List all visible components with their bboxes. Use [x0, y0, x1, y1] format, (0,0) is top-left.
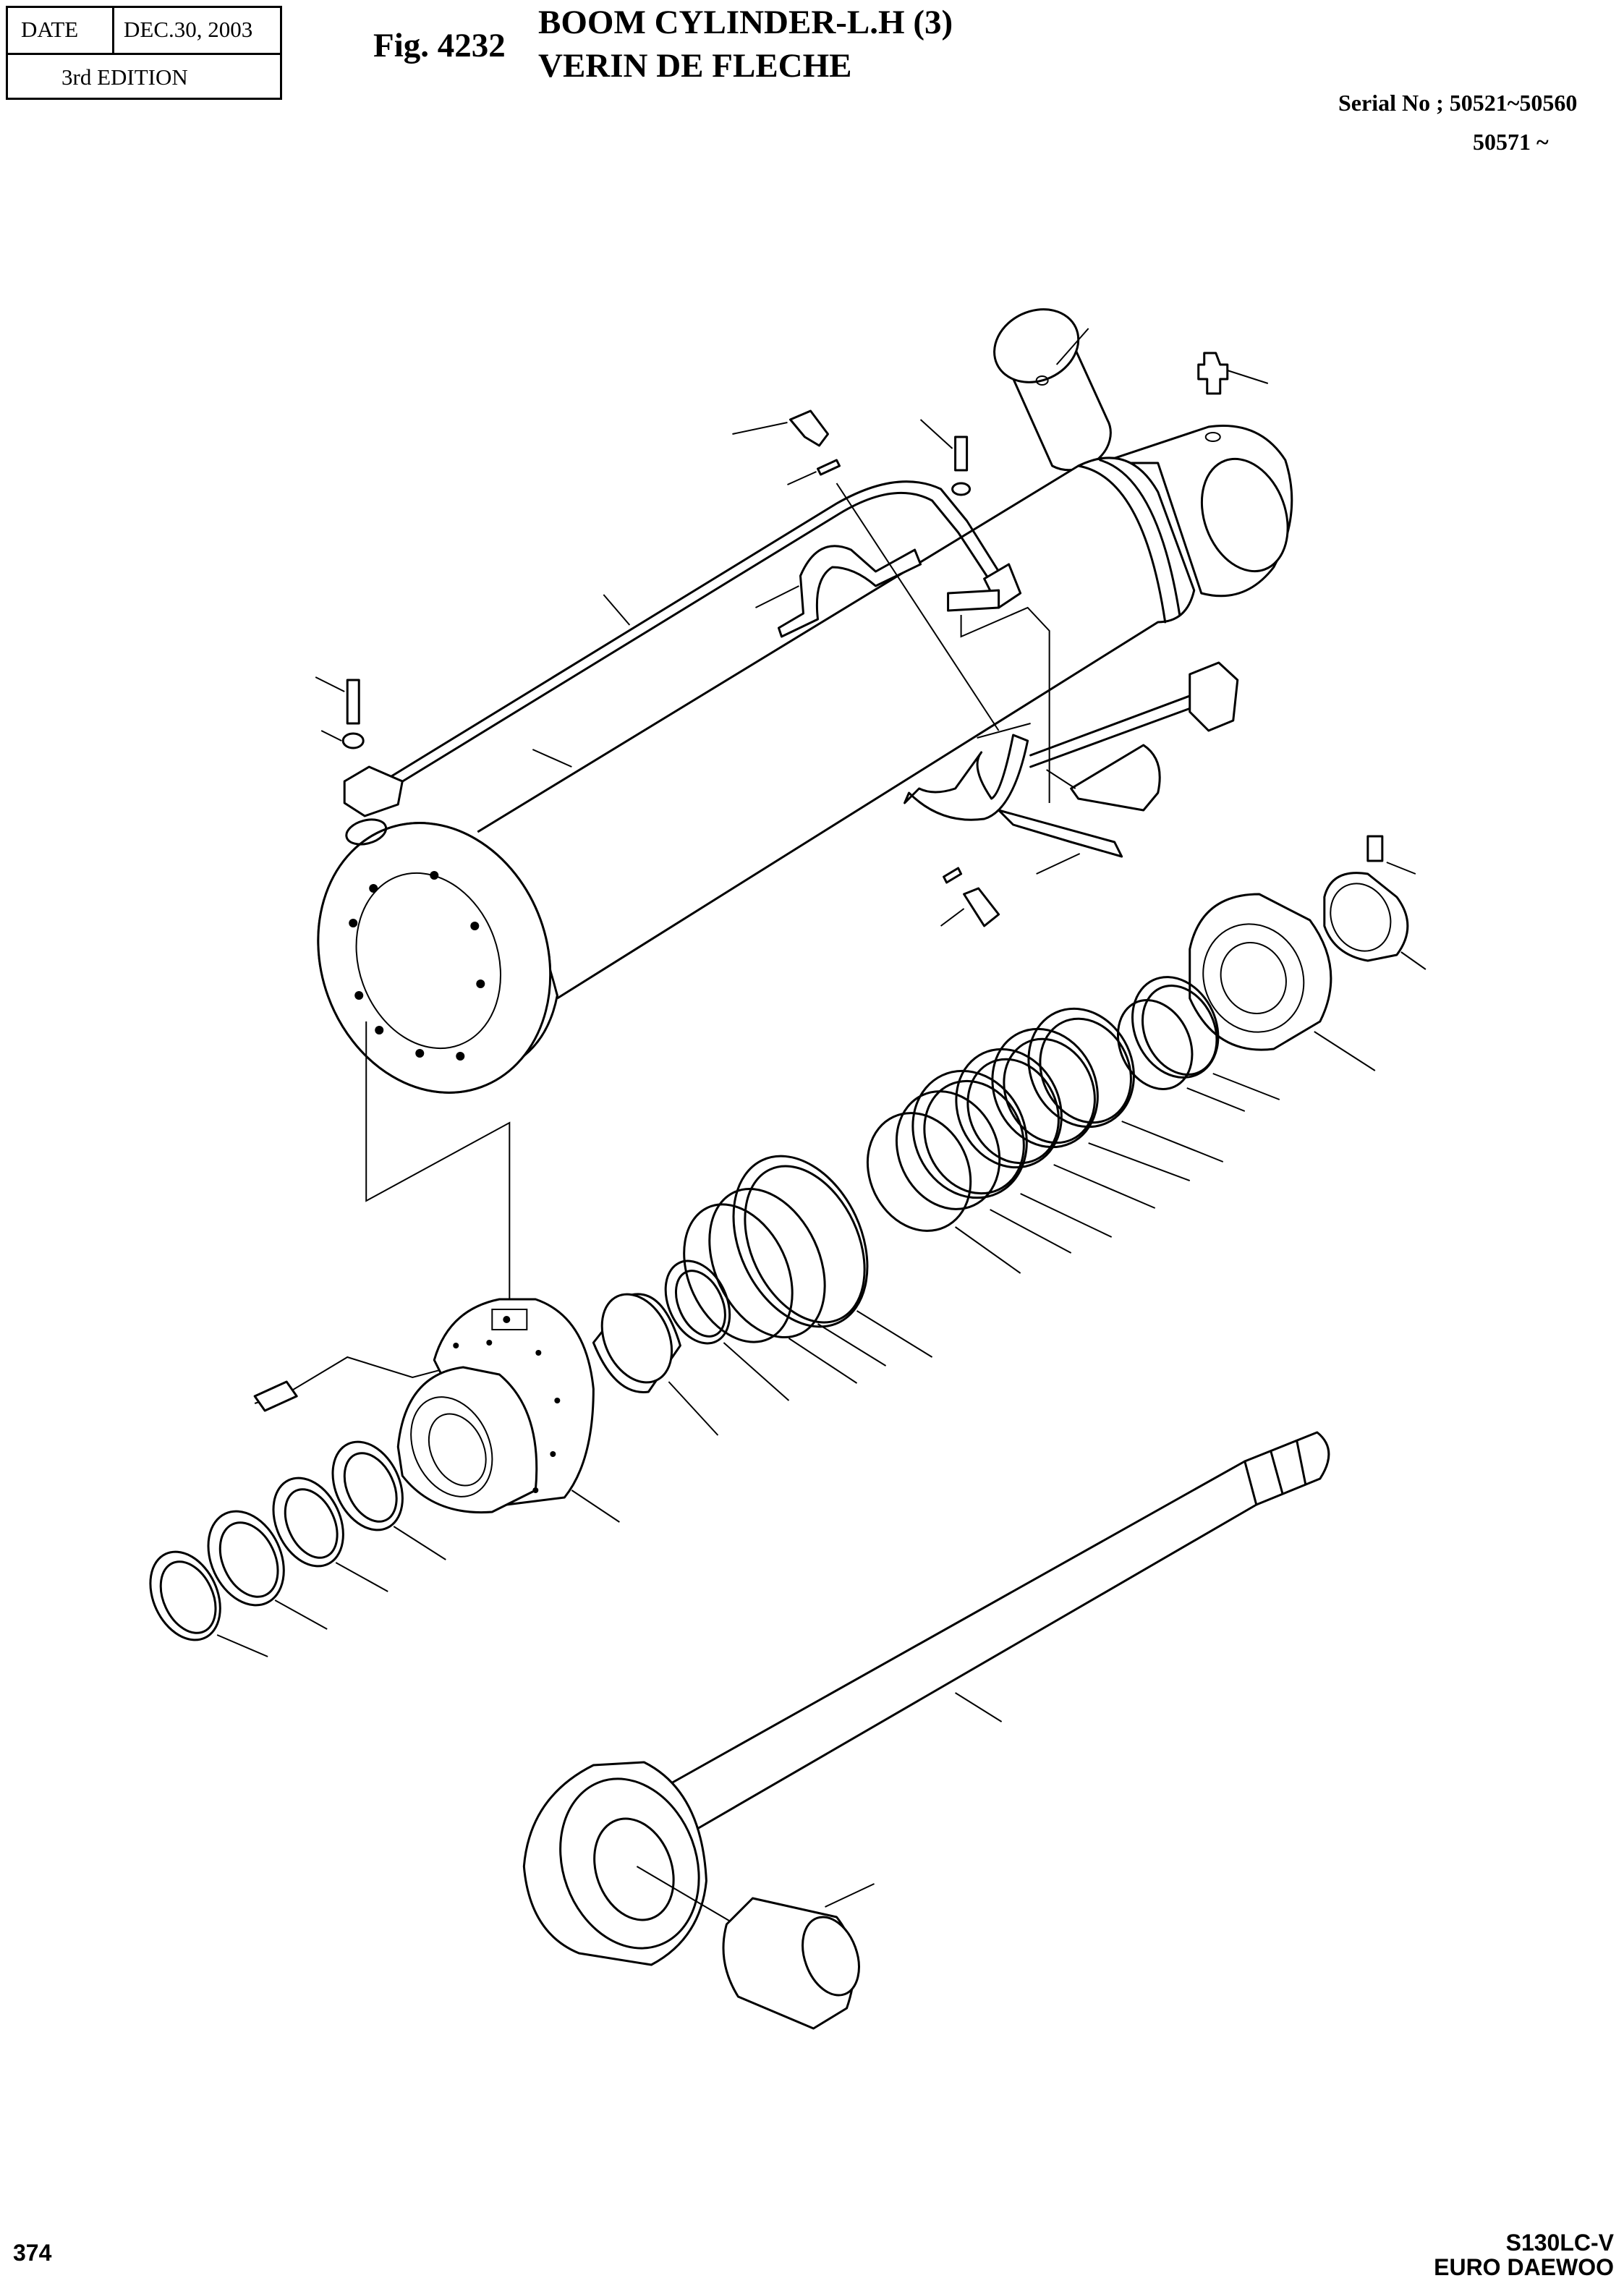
head-seal-ring-3 — [663, 1187, 857, 1383]
piston-rod — [644, 1432, 1328, 1830]
wear-ring-2 — [974, 1011, 1190, 1181]
wear-ring-3 — [938, 1032, 1155, 1208]
head-seal-ring-2 — [687, 1170, 886, 1366]
dust-ring-1 — [877, 1074, 1071, 1253]
pin-lower — [944, 868, 961, 883]
head-seal-ring-4 — [653, 1251, 789, 1401]
head-seal-2 — [260, 1466, 388, 1592]
nut — [1319, 873, 1426, 969]
date-edition-box: DATE DEC.30, 2003 3rd EDITION — [6, 6, 282, 100]
o-ring-piston — [1104, 988, 1245, 1111]
pipe-lower — [1031, 692, 1204, 810]
bushing-top — [982, 296, 1110, 470]
set-screw — [1368, 836, 1416, 874]
flange-block-right — [1190, 663, 1238, 731]
head-seal-1 — [319, 1430, 446, 1560]
brand-name: EURO DAEWOO — [1434, 2254, 1614, 2280]
wear-ring-1 — [1010, 991, 1223, 1162]
grease-nipple — [1199, 353, 1268, 394]
piston-seal — [893, 1052, 1112, 1237]
serial-range-1: Serial No ; 50521~50560 — [1338, 90, 1578, 116]
date-row — [8, 8, 280, 55]
washer-left — [321, 731, 363, 748]
dust-ring-2 — [849, 1096, 1020, 1273]
pin-top — [787, 460, 839, 485]
clamp-lower — [905, 723, 1031, 820]
bushing-head — [588, 1283, 718, 1435]
backup-ring — [1117, 963, 1280, 1100]
date-label: DATE — [21, 17, 79, 42]
assembly-guide-lines — [255, 483, 1049, 1403]
figure-number: Fig. 4232 — [373, 27, 506, 64]
date-divider — [112, 8, 114, 53]
date-value: DEC.30, 2003 — [124, 17, 253, 42]
rod-eye-bushing — [723, 1884, 875, 2028]
bolt-lower — [941, 888, 999, 926]
rod-eye — [524, 1759, 735, 1968]
head-seal-3 — [194, 1499, 327, 1629]
edition-label: 3rd EDITION — [61, 64, 188, 90]
page-number: 374 — [13, 2240, 52, 2266]
head-seal-ring-large — [707, 1134, 932, 1357]
clamp-plate — [999, 810, 1122, 874]
bolt-washer-top — [921, 420, 970, 495]
clamp-upper — [755, 546, 920, 637]
piston — [1186, 894, 1375, 1071]
title-french: VERIN DE FLECHE — [538, 47, 852, 85]
title-english: BOOM CYLINDER-L.H (3) — [538, 4, 953, 41]
serial-range-2: 50571 ~ — [1473, 129, 1549, 155]
rod-cover — [396, 1299, 620, 1522]
flange-block-left — [344, 767, 402, 816]
head-bolt — [255, 1382, 297, 1411]
tube-rod-end — [1100, 425, 1303, 595]
bolt-top — [732, 411, 828, 446]
head-seal-4 — [137, 1540, 268, 1657]
flange-upper-right — [948, 564, 1021, 611]
flange-bolt-left — [315, 677, 359, 723]
model-name: S130LC-V — [1505, 2230, 1614, 2256]
o-ring-left — [344, 815, 388, 848]
